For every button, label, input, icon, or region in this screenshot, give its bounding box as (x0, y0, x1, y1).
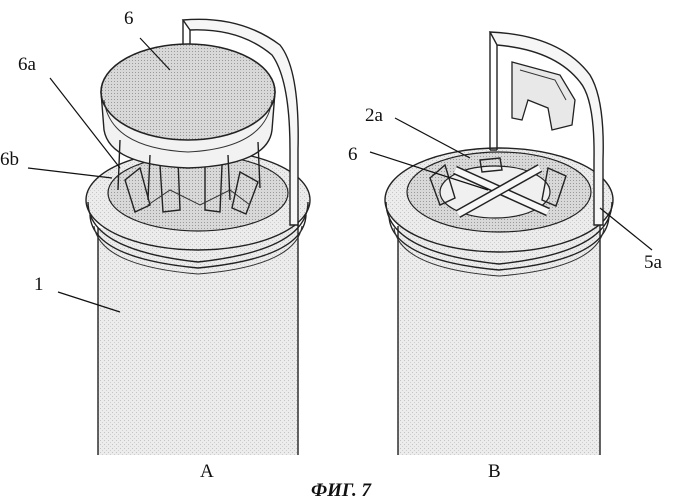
callout-2a: 2a (365, 105, 384, 126)
callout-6-view-b: 6 (348, 144, 358, 165)
view-a-drawing (86, 19, 310, 455)
figure-caption: ФИГ. 7 (311, 480, 372, 500)
view-label-b: B (488, 461, 501, 482)
view-b-drawing (385, 32, 613, 455)
callout-1: 1 (34, 274, 44, 295)
callout-6b: 6b (0, 149, 19, 170)
callout-5a: 5a (644, 252, 663, 273)
callout-6a: 6a (18, 54, 37, 75)
view-label-a: A (200, 461, 214, 482)
callout-6-view-a: 6 (124, 8, 134, 29)
